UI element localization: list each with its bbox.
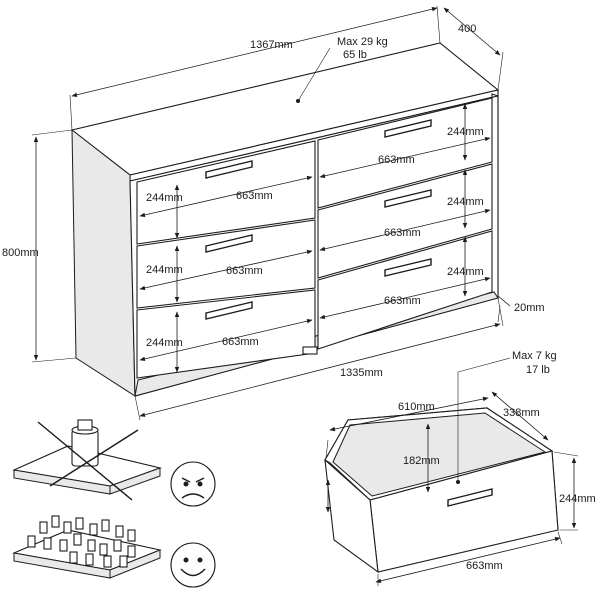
label-drawer-height-right-bottom: 244mm [447, 266, 484, 278]
label-height: 800mm [2, 247, 39, 259]
drawer-load-point [456, 480, 460, 484]
smiling-face-icon [170, 542, 216, 588]
label-drawer-front-height: 244mm [559, 493, 596, 505]
label-depth: 400 [458, 23, 476, 35]
dresser-drawing [70, 42, 500, 397]
label-drawer-width-left-middle: 663mm [226, 265, 263, 277]
drawer-detail-labels: Max 7 kg 17 lb 610mm 338mm 182mm 244mm 6… [398, 350, 596, 572]
label-inner-width: 1335mm [340, 367, 383, 379]
label-drawer-inner-width: 610mm [398, 401, 435, 413]
bad-load-example [12, 419, 216, 507]
label-drawer-inner-height: 182mm [403, 455, 440, 467]
label-drawer-width-right-top: 663mm [378, 154, 415, 166]
good-load-example [12, 515, 216, 588]
small-weights [27, 515, 136, 568]
label-drawer-height-right-middle: 244mm [447, 196, 484, 208]
label-plinth: 20mm [514, 302, 545, 314]
frowning-face-icon [170, 461, 216, 507]
cross-line-2 [49, 429, 139, 487]
label-top-load-lb: 65 lb [343, 49, 367, 61]
drawer-detail-handle [447, 488, 493, 507]
label-drawer-width-left-bottom: 663mm [222, 336, 259, 348]
label-drawer-height-right-top: 244mm [447, 126, 484, 138]
good-shelf-side [109, 549, 161, 579]
label-drawer-load-kg: Max 7 kg [512, 350, 557, 362]
label-top-load-kg: Max 29 kg [337, 36, 388, 48]
dresser-dimensions [31, 5, 511, 421]
label-drawer-front-width: 663mm [466, 560, 503, 572]
label-drawer-load-lb: 17 lb [526, 364, 550, 376]
label-drawer-width-left-top: 663mm [236, 190, 273, 202]
cross-line-1 [37, 421, 133, 501]
label-drawer-height-left-top: 244mm [146, 192, 183, 204]
dresser-foot [302, 346, 318, 355]
label-drawer-height-left-bottom: 244mm [146, 337, 183, 349]
bad-shelf-side [109, 467, 161, 495]
dresser-labels: 1367mm Max 29 kg 65 lb 400 800mm 1335mm … [2, 23, 545, 379]
label-drawer-height-left-middle: 244mm [146, 264, 183, 276]
label-total-width: 1367mm [250, 39, 293, 51]
drawer-detail-dimensions [325, 391, 579, 586]
label-drawer-inner-depth: 338mm [503, 407, 540, 419]
label-drawer-width-right-middle: 663mm [384, 227, 421, 239]
drawer-detail-drawing [324, 357, 559, 574]
label-drawer-width-right-bottom: 663mm [384, 295, 421, 307]
